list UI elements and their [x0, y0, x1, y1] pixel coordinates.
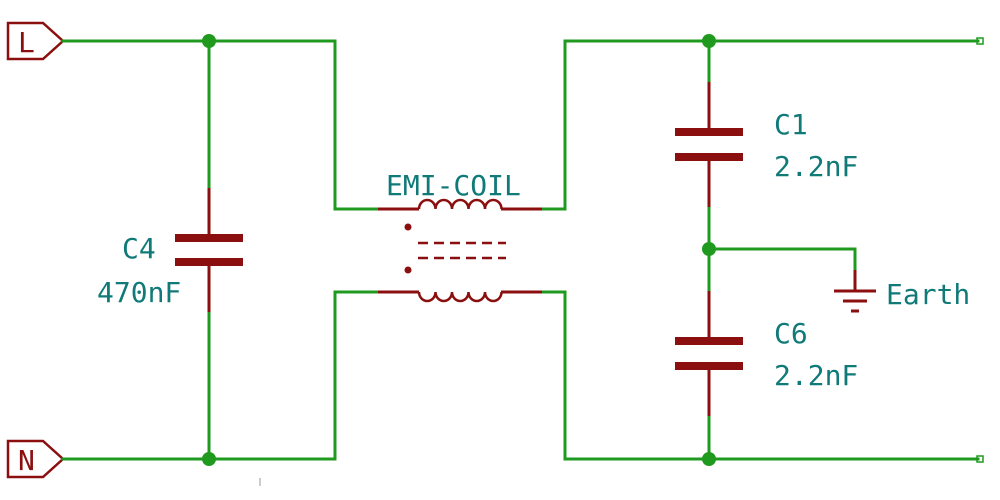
port-n[interactable]: N	[6, 439, 65, 479]
output-terminal-bottom[interactable]	[976, 455, 984, 463]
c1-ref-label: C1	[774, 108, 808, 141]
c1-value-label: 2.2nF	[774, 150, 858, 183]
capacitor-c6[interactable]	[675, 291, 743, 416]
capacitor-c4[interactable]	[175, 188, 243, 312]
port-n-label: N	[18, 444, 35, 477]
wires	[61, 39, 980, 461]
port-l-label: L	[18, 26, 35, 59]
polarity-dot	[404, 223, 412, 231]
coil-ref-label: EMI-COIL	[386, 169, 521, 202]
earth-ground-icon[interactable]	[834, 270, 876, 313]
junctions	[202, 34, 716, 466]
polarity-dot	[404, 266, 412, 274]
c4-ref-label: C4	[122, 232, 156, 265]
junction-dot	[202, 34, 216, 48]
capacitor-c1[interactable]	[675, 82, 743, 207]
c4-value-label: 470nF	[97, 276, 181, 309]
junction-dot	[702, 34, 716, 48]
c6-ref-label: C6	[774, 317, 808, 350]
port-l[interactable]: L	[6, 21, 65, 61]
junction-dot	[702, 452, 716, 466]
junction-dot	[702, 242, 716, 256]
emi-coil[interactable]	[378, 198, 542, 303]
output-terminal-top[interactable]	[976, 37, 984, 45]
earth-label: Earth	[886, 278, 970, 311]
c6-value-label: 2.2nF	[774, 359, 858, 392]
junction-dot	[202, 452, 216, 466]
